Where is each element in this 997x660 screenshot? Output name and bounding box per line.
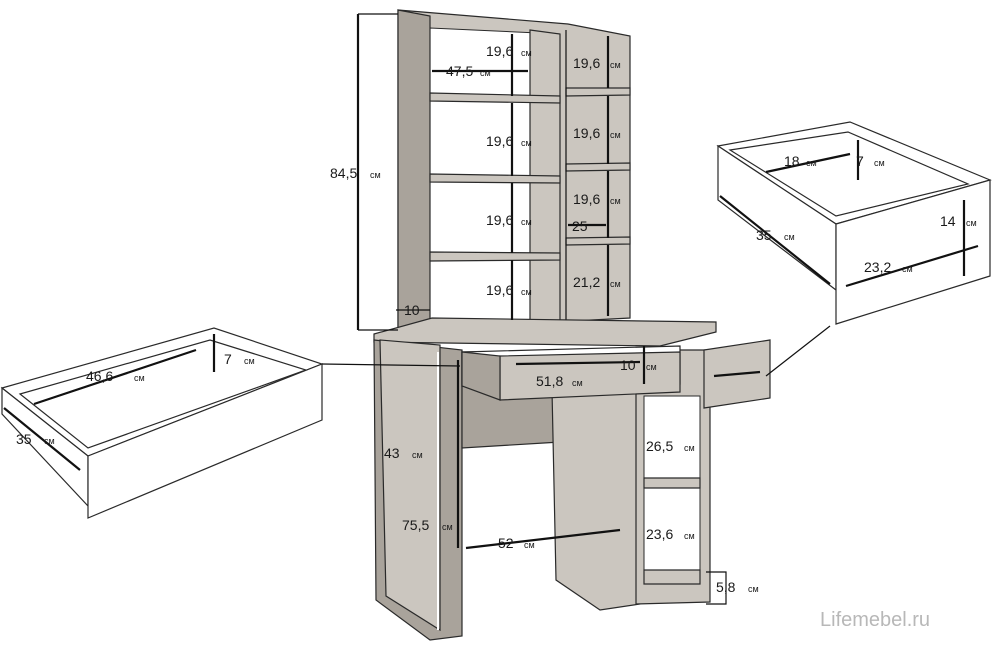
unit: см [684, 443, 695, 453]
unit: см [370, 170, 381, 180]
unit: см [610, 60, 621, 70]
label-knee-height: 43 [384, 445, 400, 461]
unit: см [412, 450, 423, 460]
label-drawer-front-height: 10 [620, 357, 636, 373]
unit: см [521, 287, 532, 297]
unit: см [134, 373, 145, 383]
label-shelf-side-2: 19,6 [573, 125, 600, 141]
unit: см [480, 68, 491, 78]
unit: см [874, 158, 885, 168]
unit: см [572, 378, 583, 388]
unit: см [684, 531, 695, 541]
label-knee-width: 52 [498, 535, 514, 551]
unit: см [610, 279, 621, 289]
label-big-drawer-depth: 35 [16, 431, 32, 447]
label-shelf-side-1: 19,6 [573, 55, 600, 71]
label-plinth: 5,8 [716, 579, 736, 595]
label-small-drawer-height: 7 [856, 153, 864, 169]
dimension-lines [356, 13, 727, 630]
label-big-drawer-width: 46,6 [86, 368, 113, 384]
label-side-depth: 25 [572, 218, 588, 234]
watermark: Lifemebel.ru [820, 609, 930, 631]
label-small-drawer-front-height: 14 [940, 213, 956, 229]
dimension-labels: 84,5 см 47,5 см 19,6 см 19,6 см 19,6 см … [16, 43, 977, 631]
unit: см [806, 158, 817, 168]
label-shelf-main-2: 19,6 [486, 133, 513, 149]
unit: см [784, 232, 795, 242]
unit: см [244, 356, 255, 366]
label-shelf-main-4: 19,6 [486, 282, 513, 298]
unit: см [524, 540, 535, 550]
label-shelf-main-1: 19,6 [486, 43, 513, 59]
unit: см [646, 362, 657, 372]
unit: см [44, 436, 55, 446]
label-shelf-side-3: 19,6 [573, 191, 600, 207]
label-big-drawer-height: 7 [224, 351, 232, 367]
unit: см [521, 48, 532, 58]
label-small-drawer-front-width: 23,2 [864, 259, 891, 275]
small-drawer [716, 121, 992, 377]
unit: см [966, 218, 977, 228]
label-drawer-front-width: 51,8 [536, 373, 563, 389]
label-small-drawer-depth: 35 [756, 227, 772, 243]
unit: см [521, 138, 532, 148]
unit: см [442, 522, 453, 532]
label-small-drawer-width: 18 [784, 153, 800, 169]
label-top-inner-width: 47,5 [446, 63, 473, 79]
label-top-bottom-gap: 10 [404, 302, 420, 318]
label-cabinet-lower: 23,6 [646, 526, 673, 542]
unit: см [610, 130, 621, 140]
label-shelf-main-3: 19,6 [486, 212, 513, 228]
unit: см [610, 196, 621, 206]
top-shelf-unit [397, 9, 631, 331]
label-cabinet-upper: 26,5 [646, 438, 673, 454]
label-top-total-height: 84,5 [330, 165, 357, 181]
label-shelf-side-4: 21,2 [573, 274, 600, 290]
label-desk-height: 75,5 [402, 517, 429, 533]
unit: см [521, 217, 532, 227]
big-drawer [0, 327, 461, 519]
desk [373, 317, 771, 641]
unit: см [748, 584, 759, 594]
unit: см [902, 264, 913, 274]
